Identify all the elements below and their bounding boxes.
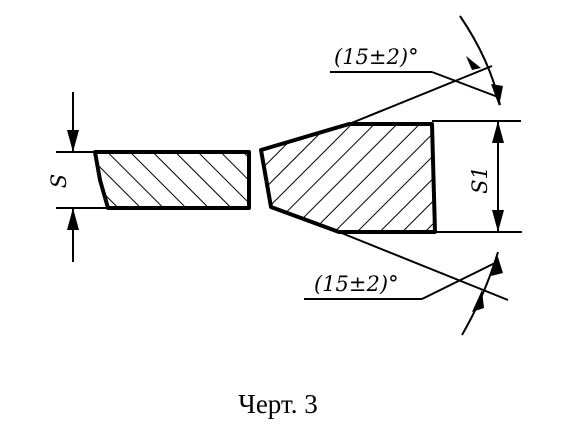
lower-bevel-angle bbox=[304, 231, 509, 336]
lower-angle-label: (15±2)° bbox=[314, 272, 399, 296]
upper-angle-label: (15±2)° bbox=[334, 45, 419, 69]
left-plate bbox=[93, 150, 251, 210]
figure-caption: Черт. 3 bbox=[238, 389, 317, 419]
thickness-label: S bbox=[47, 174, 71, 188]
reduced-thickness-label: S1 bbox=[468, 166, 492, 194]
right-plate bbox=[259, 122, 437, 234]
upper-bevel-angle bbox=[330, 15, 521, 125]
thickness-dimension bbox=[56, 92, 108, 262]
